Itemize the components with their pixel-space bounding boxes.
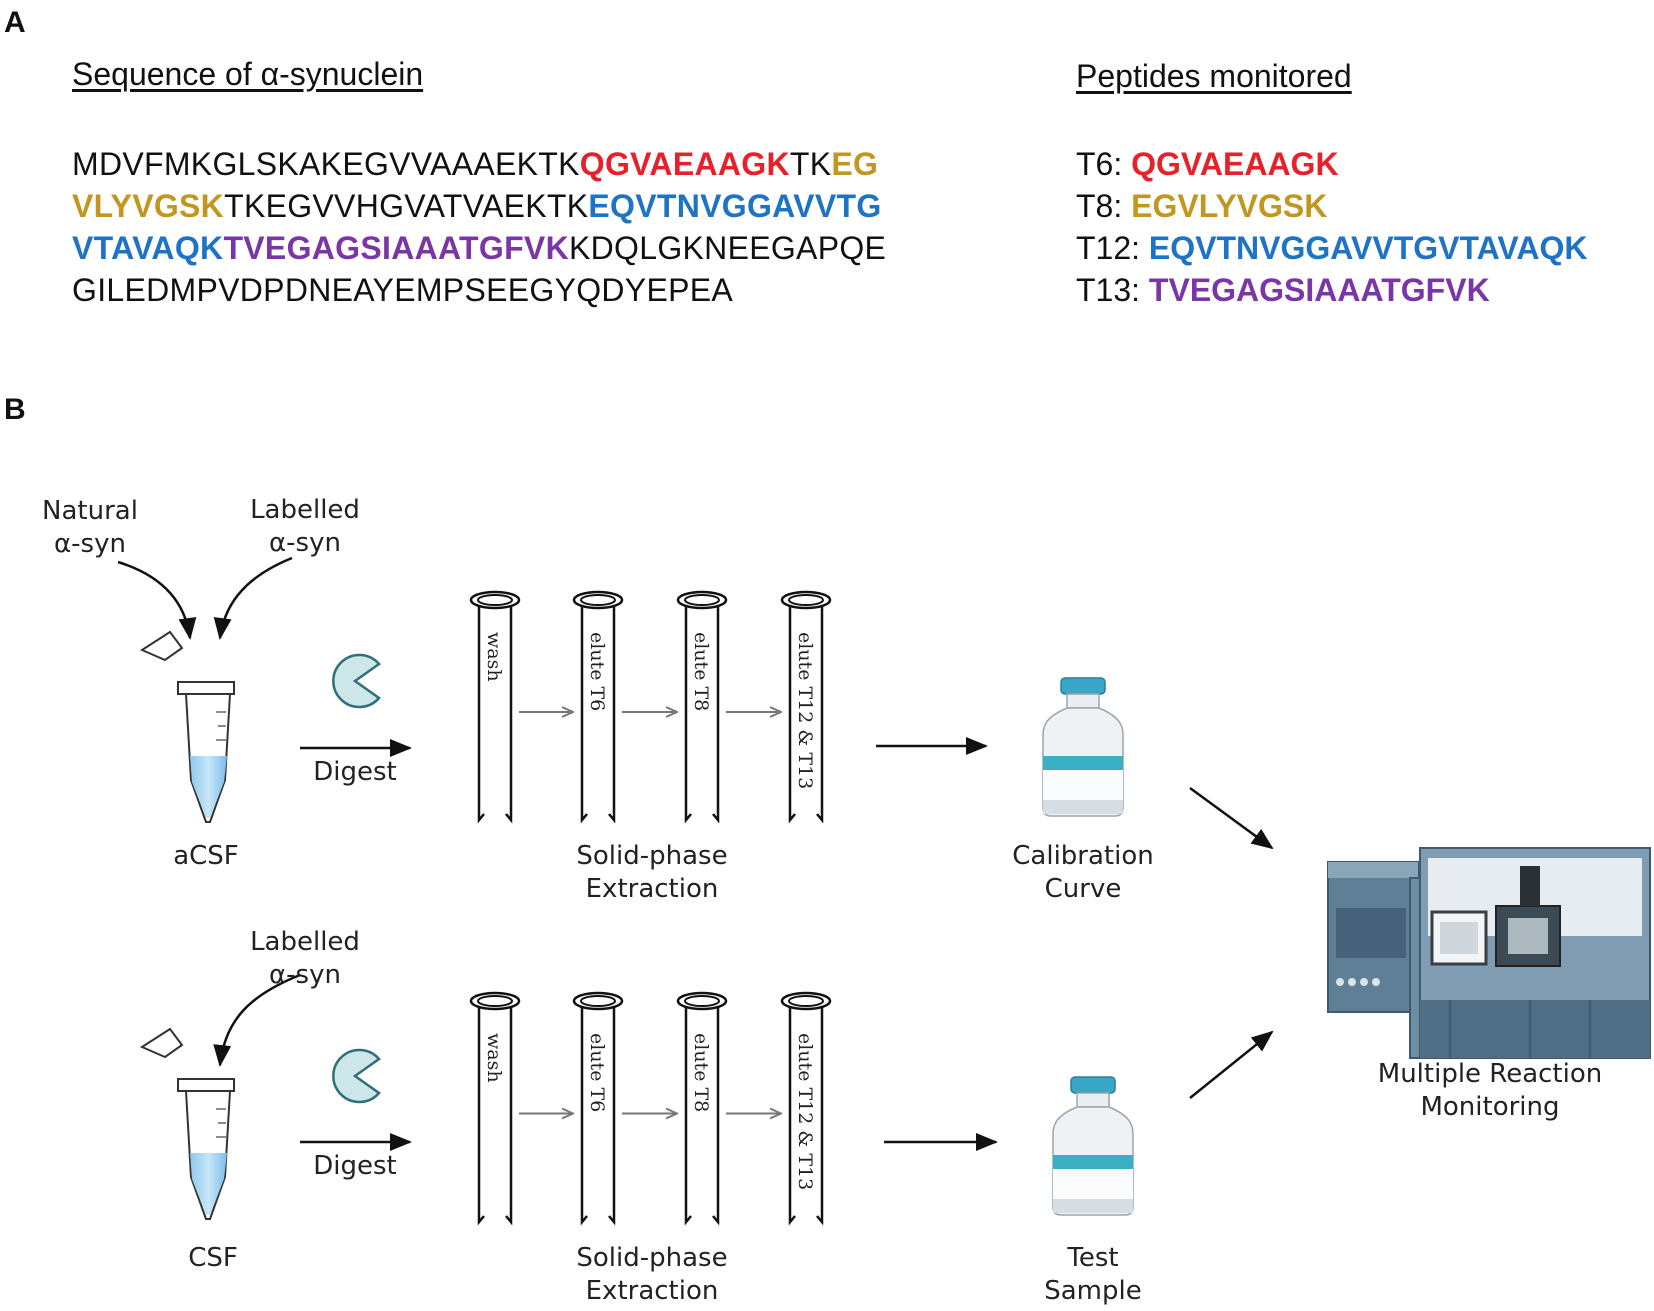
- peptide-name: T8:: [1076, 188, 1132, 224]
- peptide-name: T13:: [1076, 272, 1149, 308]
- sequence-segment: KDQLGKNEEGAPQE: [569, 230, 887, 266]
- natural-input-arrow: [117, 560, 197, 640]
- sequence-segment: TK: [789, 146, 832, 182]
- protease-icon: [332, 1048, 381, 1104]
- peptide-name: T6:: [1076, 146, 1132, 182]
- highlighted-peptide: VLYVGSK: [72, 188, 225, 224]
- sequence-heading: Sequence of α-synuclein: [72, 56, 424, 92]
- sequence-line: VLYVGSKTKEGVVHGVATVAEKTKEQVTNVGGAVVTG: [72, 185, 886, 227]
- spe-column: elute T12 & T13: [780, 991, 832, 1226]
- sequence-segment: GILEDMPVDPDNEAYEMPSEEGYQDYEPEA: [72, 272, 734, 308]
- panel-b-label: B: [4, 393, 26, 426]
- spe-step-label: elute T8: [690, 1033, 712, 1112]
- peptide-row: T13: TVEGAGSIAAATGFVK: [1076, 269, 1587, 311]
- calibration-to-mrm-arrow: [1189, 786, 1274, 850]
- peptide-row: T8: EGVLYVGSK: [1076, 185, 1587, 227]
- digest-label-top: Digest: [313, 757, 397, 787]
- spe-column: elute T6: [572, 590, 624, 824]
- spe-column: elute T8: [676, 590, 728, 824]
- peptide-row: T12: EQVTNVGGAVVTGVTAVAQK: [1076, 227, 1587, 269]
- highlighted-peptide: QGVAEAAGK: [579, 146, 790, 182]
- spe-step-label: wash: [483, 632, 505, 682]
- spe-step-label: elute T6: [586, 1033, 608, 1112]
- test-sample-vial: [1052, 1076, 1134, 1216]
- peptide-name: T12:: [1076, 230, 1149, 266]
- labelled-input-arrow-top: [213, 556, 293, 640]
- eppendorf-tube-top: [139, 630, 235, 823]
- mass-spectrometer-icon: [1327, 847, 1651, 1059]
- peptide-row: T6: QGVAEAAGK: [1076, 143, 1587, 185]
- peptide-sequence: QGVAEAAGK: [1131, 146, 1339, 182]
- sequence-line: MDVFMKGLSKAKEGVVAAAEKTKQGVAEAAGKTKEG: [72, 143, 886, 185]
- highlighted-peptide: TVEGAGSIAAATGFVK: [223, 230, 569, 266]
- spe-step-label: elute T12 & T13: [794, 1033, 816, 1190]
- sequence-line: VTAVAQKTVEGAGSIAAATGFVKKDQLGKNEEGAPQE: [72, 227, 886, 269]
- protease-icon: [332, 653, 381, 709]
- calibration-vial: [1042, 677, 1124, 817]
- acsf-label: aCSF: [173, 841, 239, 871]
- highlighted-peptide: EQVTNVGGAVVTG: [588, 188, 882, 224]
- sequence-line: GILEDMPVDPDNEAYEMPSEEGYQDYEPEA: [72, 269, 886, 311]
- spe-column: wash: [469, 590, 521, 824]
- panel-a-label: A: [4, 6, 26, 39]
- labelled-input-arrow-bottom: [213, 973, 301, 1067]
- eppendorf-tube-bottom: [139, 1027, 235, 1220]
- peptides-heading: Peptides monitored: [1076, 58, 1352, 94]
- spe-step-label: elute T12 & T13: [794, 632, 816, 789]
- sequence-segment: MDVFMKGLSKAKEGVVAAAEKTK: [72, 146, 580, 182]
- test-to-mrm-arrow: [1189, 1030, 1274, 1099]
- peptide-sequence: EGVLYVGSK: [1131, 188, 1328, 224]
- peptide-sequence: EQVTNVGGAVVTGVTAVAQK: [1148, 230, 1588, 266]
- spe-step-label: elute T6: [586, 632, 608, 711]
- csf-label: CSF: [188, 1243, 238, 1273]
- spe-column: elute T12 & T13: [780, 590, 832, 824]
- spe-step-label: wash: [483, 1033, 505, 1083]
- spe-column: elute T8: [676, 991, 728, 1226]
- spe-column: elute T6: [572, 991, 624, 1226]
- highlighted-peptide: EG: [831, 146, 879, 182]
- peptide-sequence: TVEGAGSIAAATGFVK: [1148, 272, 1490, 308]
- spe-column: wash: [469, 991, 521, 1226]
- digest-label-bottom: Digest: [313, 1151, 397, 1181]
- sequence-segment: TKEGVVHGVATVAEKTK: [224, 188, 589, 224]
- highlighted-peptide: VTAVAQK: [72, 230, 224, 266]
- spe-step-label: elute T8: [690, 632, 712, 711]
